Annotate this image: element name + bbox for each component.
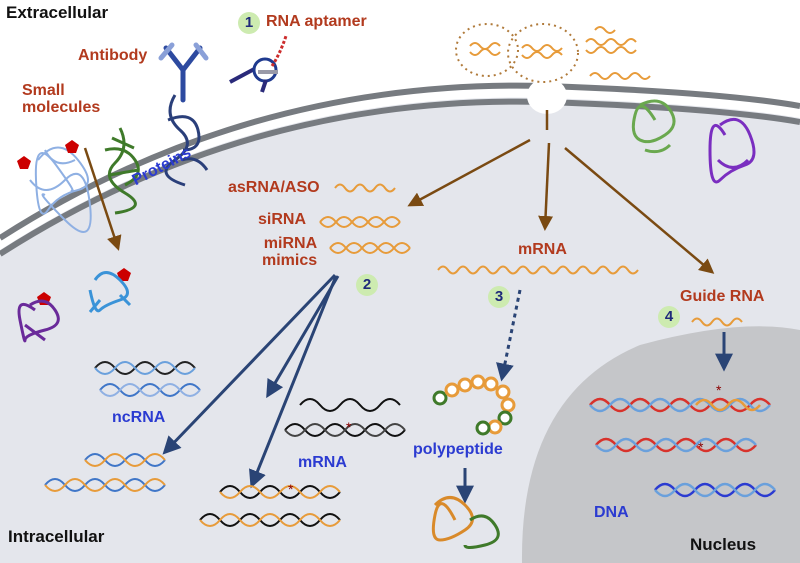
polypeptide-label: polypeptide: [413, 441, 503, 458]
mrna-strand-top: [437, 265, 639, 275]
sirna-duplex: [319, 216, 401, 228]
membrane-protein-blue-icon: [29, 146, 92, 233]
small-molecule-icon: [17, 156, 31, 169]
rna-vesicle: [455, 23, 519, 77]
mrna-target-duplex: [199, 398, 406, 527]
dna-label: DNA: [594, 504, 629, 521]
badge-2: 2: [356, 274, 378, 296]
nucleus: [521, 326, 800, 563]
mirna-mimics-label: miRNA mimics: [262, 235, 318, 269]
antibody-icon: [158, 42, 209, 103]
rna-aptamer-label: RNA aptamer: [266, 13, 367, 30]
membrane-protein-purple-icon: [708, 117, 756, 184]
mutation-mark: *: [288, 481, 294, 497]
badge-4: 4: [658, 306, 680, 328]
small-molecule-icon: [65, 140, 79, 153]
folded-protein-icon: [431, 496, 500, 549]
membrane-protein-green-icon: [104, 127, 140, 215]
protein-complex-purple-icon: [17, 299, 60, 343]
membrane-protein-lightgreen-icon: [631, 99, 676, 154]
cell-membrane-inner: [0, 98, 800, 257]
membrane-protein-navy-icon: [164, 94, 209, 187]
rna-vesicle: [507, 23, 579, 83]
guide-rna-strand: [691, 317, 743, 327]
small-molecules-label: Small molecules: [22, 82, 101, 116]
sirna-label: siRNA: [258, 211, 307, 228]
protein-complex-blue-icon: [88, 271, 132, 313]
mutation-mark: *: [698, 439, 704, 455]
badge-3: 3: [488, 286, 510, 308]
mutation-mark: *: [346, 419, 352, 435]
asrna-aso-label: asRNA/ASO: [228, 179, 320, 196]
dna-duplex: [589, 397, 776, 498]
small-molecule-icon: [117, 268, 131, 281]
polypeptide-chain-icon: [432, 374, 516, 436]
nucleus-label: Nucleus: [690, 535, 757, 554]
extracellular-label: Extracellular: [6, 3, 109, 22]
rna-aptamer-icon: [229, 35, 288, 93]
ncrna-label: ncRNA: [112, 409, 166, 426]
badge-1: 1: [238, 12, 260, 34]
delivery-arrows: [83, 110, 715, 274]
guide-rna-label: Guide RNA: [680, 288, 765, 305]
mrna-bottom-label: mRNA: [298, 454, 347, 471]
ncrna-duplex: [44, 361, 201, 492]
mechanism-arrows: [162, 273, 733, 504]
asrna-strand: [334, 183, 396, 193]
membrane-pore: [527, 78, 567, 114]
extracellular-rna-strands: [469, 26, 651, 80]
mirna-duplex: [329, 242, 411, 254]
intracellular-label: Intracellular: [8, 527, 105, 546]
mutation-mark: *: [716, 382, 722, 398]
antibody-label: Antibody: [78, 47, 148, 64]
mrna-top-label: mRNA: [518, 241, 567, 258]
